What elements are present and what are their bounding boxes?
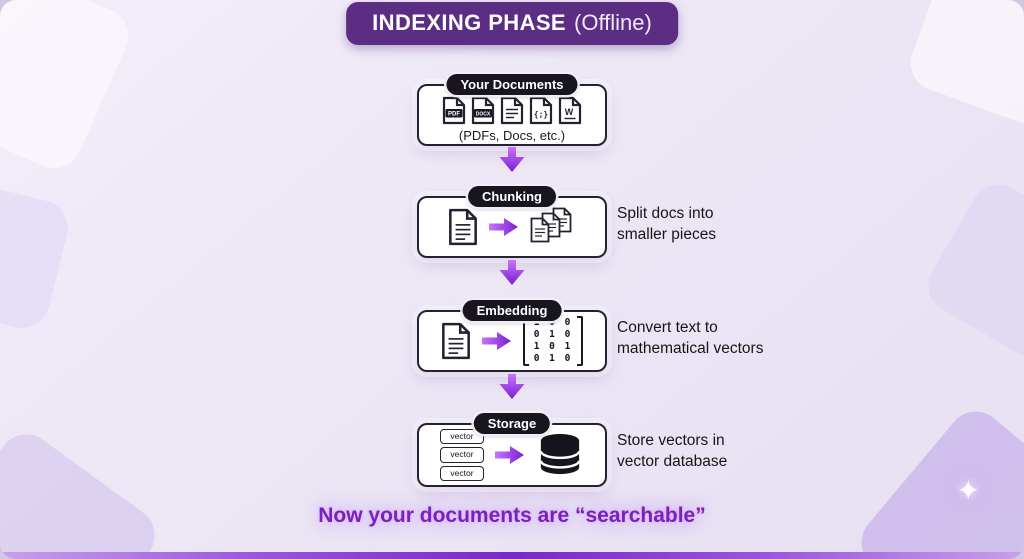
code-file-icon: {;} <box>529 96 553 125</box>
vector-chip: vector <box>440 465 484 481</box>
vector-chip: vector <box>440 429 484 445</box>
chunked-documents-icon <box>530 207 576 247</box>
arrow-right-icon <box>489 218 518 236</box>
text-file-icon <box>500 96 524 125</box>
flow-arrow-down-icon <box>499 374 525 405</box>
banner-subtitle: (Offline) <box>574 10 652 35</box>
embedding-description-line2: mathematical vectors <box>617 340 764 358</box>
step-chunking: Chunking <box>417 186 607 258</box>
docx-file-icon: DOCX <box>471 96 495 125</box>
storage-description: Store vectors in vector database <box>617 430 727 473</box>
banner-title: INDEXING PHASE <box>372 10 567 35</box>
pdf-badge-label: PDF <box>448 112 460 118</box>
matrix-row: 1 0 0 <box>533 317 573 329</box>
matrix-rows: 1 0 0 0 1 0 1 0 1 0 1 0 <box>529 316 578 366</box>
storage-description-line1: Store vectors in <box>617 432 725 449</box>
sparkle-icon: ✦ <box>956 475 980 506</box>
documents-caption: (PDFs, Docs, etc.) <box>458 128 566 143</box>
background-shape <box>918 174 1024 366</box>
matrix-row: 0 1 0 <box>533 329 573 341</box>
docx-badge-label: DOCX <box>476 111 491 117</box>
vector-list: vector vector vector <box>440 429 484 481</box>
flow-arrow-down-icon <box>499 260 525 291</box>
word-badge-label: W <box>565 107 574 117</box>
pdf-file-icon: PDF <box>442 96 466 125</box>
step-label-embedding: Embedding <box>462 300 562 321</box>
document-icons-row: PDF DOCX {;} <box>442 96 582 125</box>
code-badge-label: {;} <box>534 110 549 119</box>
document-icon <box>449 208 477 246</box>
background-shape <box>850 400 1024 559</box>
arrow-right-icon <box>481 332 511 350</box>
step-label-chunking: Chunking <box>468 186 556 207</box>
title-banner: INDEXING PHASE (Offline) <box>346 2 678 45</box>
background-shape <box>0 0 138 178</box>
vector-matrix: 1 0 0 0 1 0 1 0 1 0 1 0 <box>522 316 584 366</box>
background-shape <box>0 423 166 559</box>
step-storage: Storage vector vector vector <box>417 413 607 487</box>
embedding-description: Convert text to mathematical vectors <box>617 317 763 360</box>
embedding-description-line1: Convert text to <box>617 319 718 336</box>
background-shape <box>0 176 74 334</box>
chunking-description: Split docs into smaller pieces <box>617 203 716 246</box>
bottom-accent-bar <box>0 552 1024 559</box>
matrix-bracket-right <box>577 316 584 366</box>
vector-chip: vector <box>440 447 484 463</box>
step-label-storage: Storage <box>473 413 551 434</box>
conclusion-text: Now your documents are “searchable” <box>318 504 706 527</box>
matrix-row: 1 0 1 <box>533 341 573 352</box>
step-label-your-documents: Your Documents <box>446 74 578 95</box>
chunking-description-line2: smaller pieces <box>617 226 717 244</box>
background-shape <box>902 0 1024 132</box>
document-icon <box>441 322 470 360</box>
step-embedding: Embedding 1 0 0 0 1 0 1 0 1 0 1 0 <box>417 300 607 372</box>
database-icon <box>539 433 580 475</box>
word-file-icon: W <box>558 96 582 125</box>
storage-description-line2: vector database <box>617 453 728 471</box>
matrix-row: 0 1 0 <box>533 352 573 364</box>
flow-arrow-down-icon <box>499 147 525 178</box>
step-your-documents: Your Documents PDF DOCX <box>417 74 607 146</box>
chunking-description-line1: Split docs into <box>617 205 714 222</box>
arrow-right-icon <box>494 446 524 464</box>
